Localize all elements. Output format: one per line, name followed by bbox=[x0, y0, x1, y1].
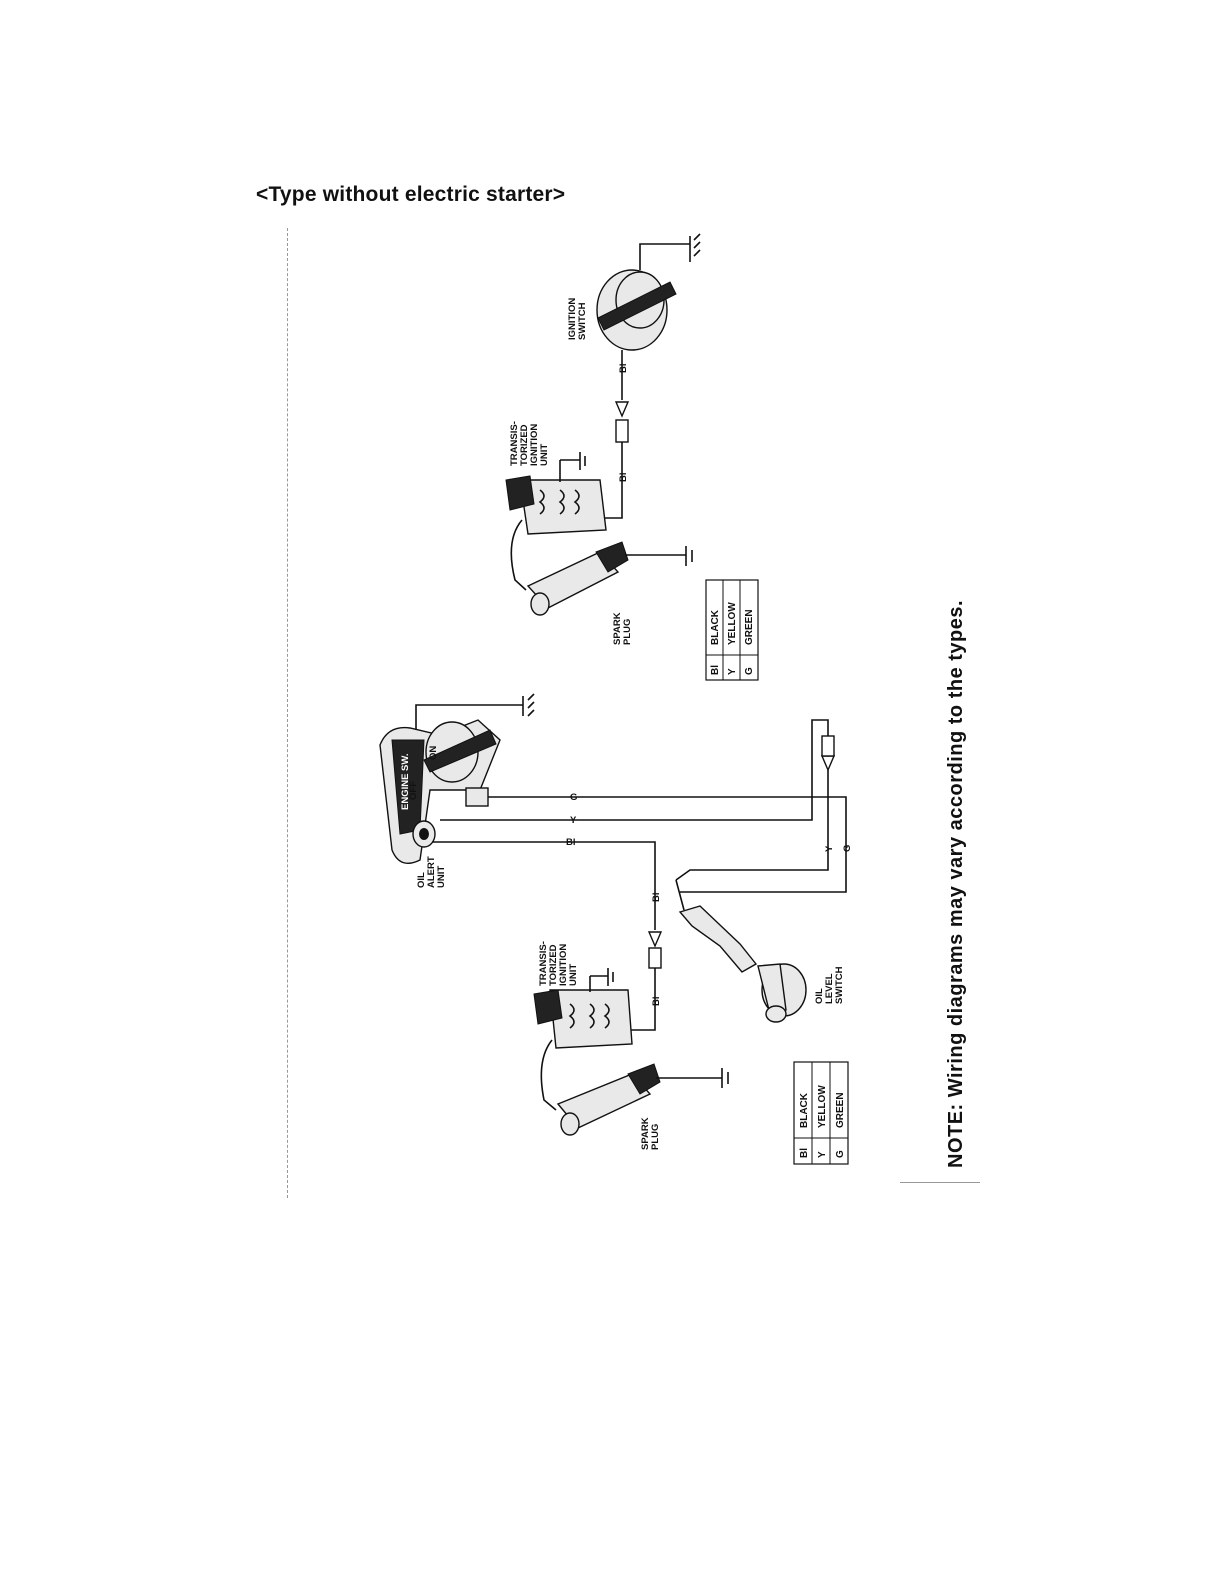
legend-color: BLACK bbox=[710, 609, 721, 645]
wire-label-g: G bbox=[570, 792, 577, 803]
legend-code: Y bbox=[727, 668, 738, 675]
engine-switch-icon bbox=[379, 693, 535, 864]
ignition-unit-icon bbox=[505, 452, 607, 535]
page-heading: <Type without electric starter> bbox=[256, 183, 566, 206]
connector-icon bbox=[821, 735, 835, 757]
divider bbox=[900, 1182, 980, 1183]
spark-plug-icon bbox=[526, 541, 693, 616]
switch-off-label: OFF bbox=[408, 781, 419, 800]
legend-color: GREEN bbox=[835, 1092, 846, 1128]
ignition-unit-label: TRANSIS- TORIZED IGNITION UNIT bbox=[538, 938, 579, 986]
wire-label-bl: Bl bbox=[566, 837, 576, 848]
wiring-note: NOTE: Wiring diagrams may vary according… bbox=[945, 599, 967, 1168]
connector-icon bbox=[820, 755, 836, 772]
wire-label-y: Y bbox=[824, 845, 835, 852]
wire-label-g: G bbox=[842, 845, 853, 852]
wire-label-bl: Bl bbox=[618, 473, 629, 483]
ignition-unit-label: TRANSIS- TORIZED IGNITION UNIT bbox=[509, 418, 550, 466]
engine-switch-label: ENGINE SW. bbox=[400, 754, 411, 810]
oil-level-switch-label: OIL LEVEL SWITCH bbox=[814, 966, 845, 1004]
spark-plug-label: SPARK PLUG bbox=[612, 610, 633, 645]
ignition-unit-icon bbox=[533, 968, 633, 1049]
legend-color: BLACK bbox=[799, 1092, 810, 1128]
diagram-b: ENGINE SW. ON OFF OIL ALERT UNIT G Y Bl … bbox=[379, 693, 853, 1165]
spark-plug-icon bbox=[556, 1063, 729, 1136]
switch-on-label: ON bbox=[428, 746, 439, 760]
diagram-a: Bl Bl TRANSIS- TORIZED IGNITION UNIT IGN… bbox=[505, 233, 759, 681]
ignition-switch-icon bbox=[596, 233, 701, 351]
legend-code: G bbox=[835, 1150, 846, 1158]
legend-code: Bl bbox=[799, 1148, 810, 1158]
legend-color: YELLOW bbox=[817, 1085, 828, 1128]
wire-label-bl: Bl bbox=[651, 997, 662, 1007]
oil-alert-unit-label: OIL ALERT UNIT bbox=[416, 854, 447, 888]
ignition-switch-label: IGNITION SWITCH bbox=[567, 295, 588, 340]
connector-icon bbox=[615, 419, 629, 443]
wire-label-bl: Bl bbox=[651, 893, 662, 903]
legend-color: YELLOW bbox=[727, 602, 738, 645]
wire-label-y: Y bbox=[570, 815, 577, 826]
legend-code: G bbox=[744, 667, 755, 675]
wire-label-bl: Bl bbox=[618, 364, 629, 374]
connector-icon bbox=[614, 401, 630, 418]
connector-icon bbox=[648, 947, 662, 969]
color-legend-a: Bl BLACK Y YELLOW G GREEN bbox=[705, 579, 759, 681]
color-legend-b: Bl BLACK Y YELLOW G GREEN bbox=[793, 1061, 849, 1165]
connector-icon bbox=[647, 931, 663, 948]
oil-level-switch-icon bbox=[678, 905, 807, 1023]
spark-plug-label: SPARK PLUG bbox=[640, 1115, 661, 1150]
legend-color: GREEN bbox=[744, 609, 755, 645]
legend-code: Y bbox=[817, 1151, 828, 1158]
legend-code: Bl bbox=[710, 665, 721, 675]
margin-guide-line bbox=[287, 228, 288, 1198]
